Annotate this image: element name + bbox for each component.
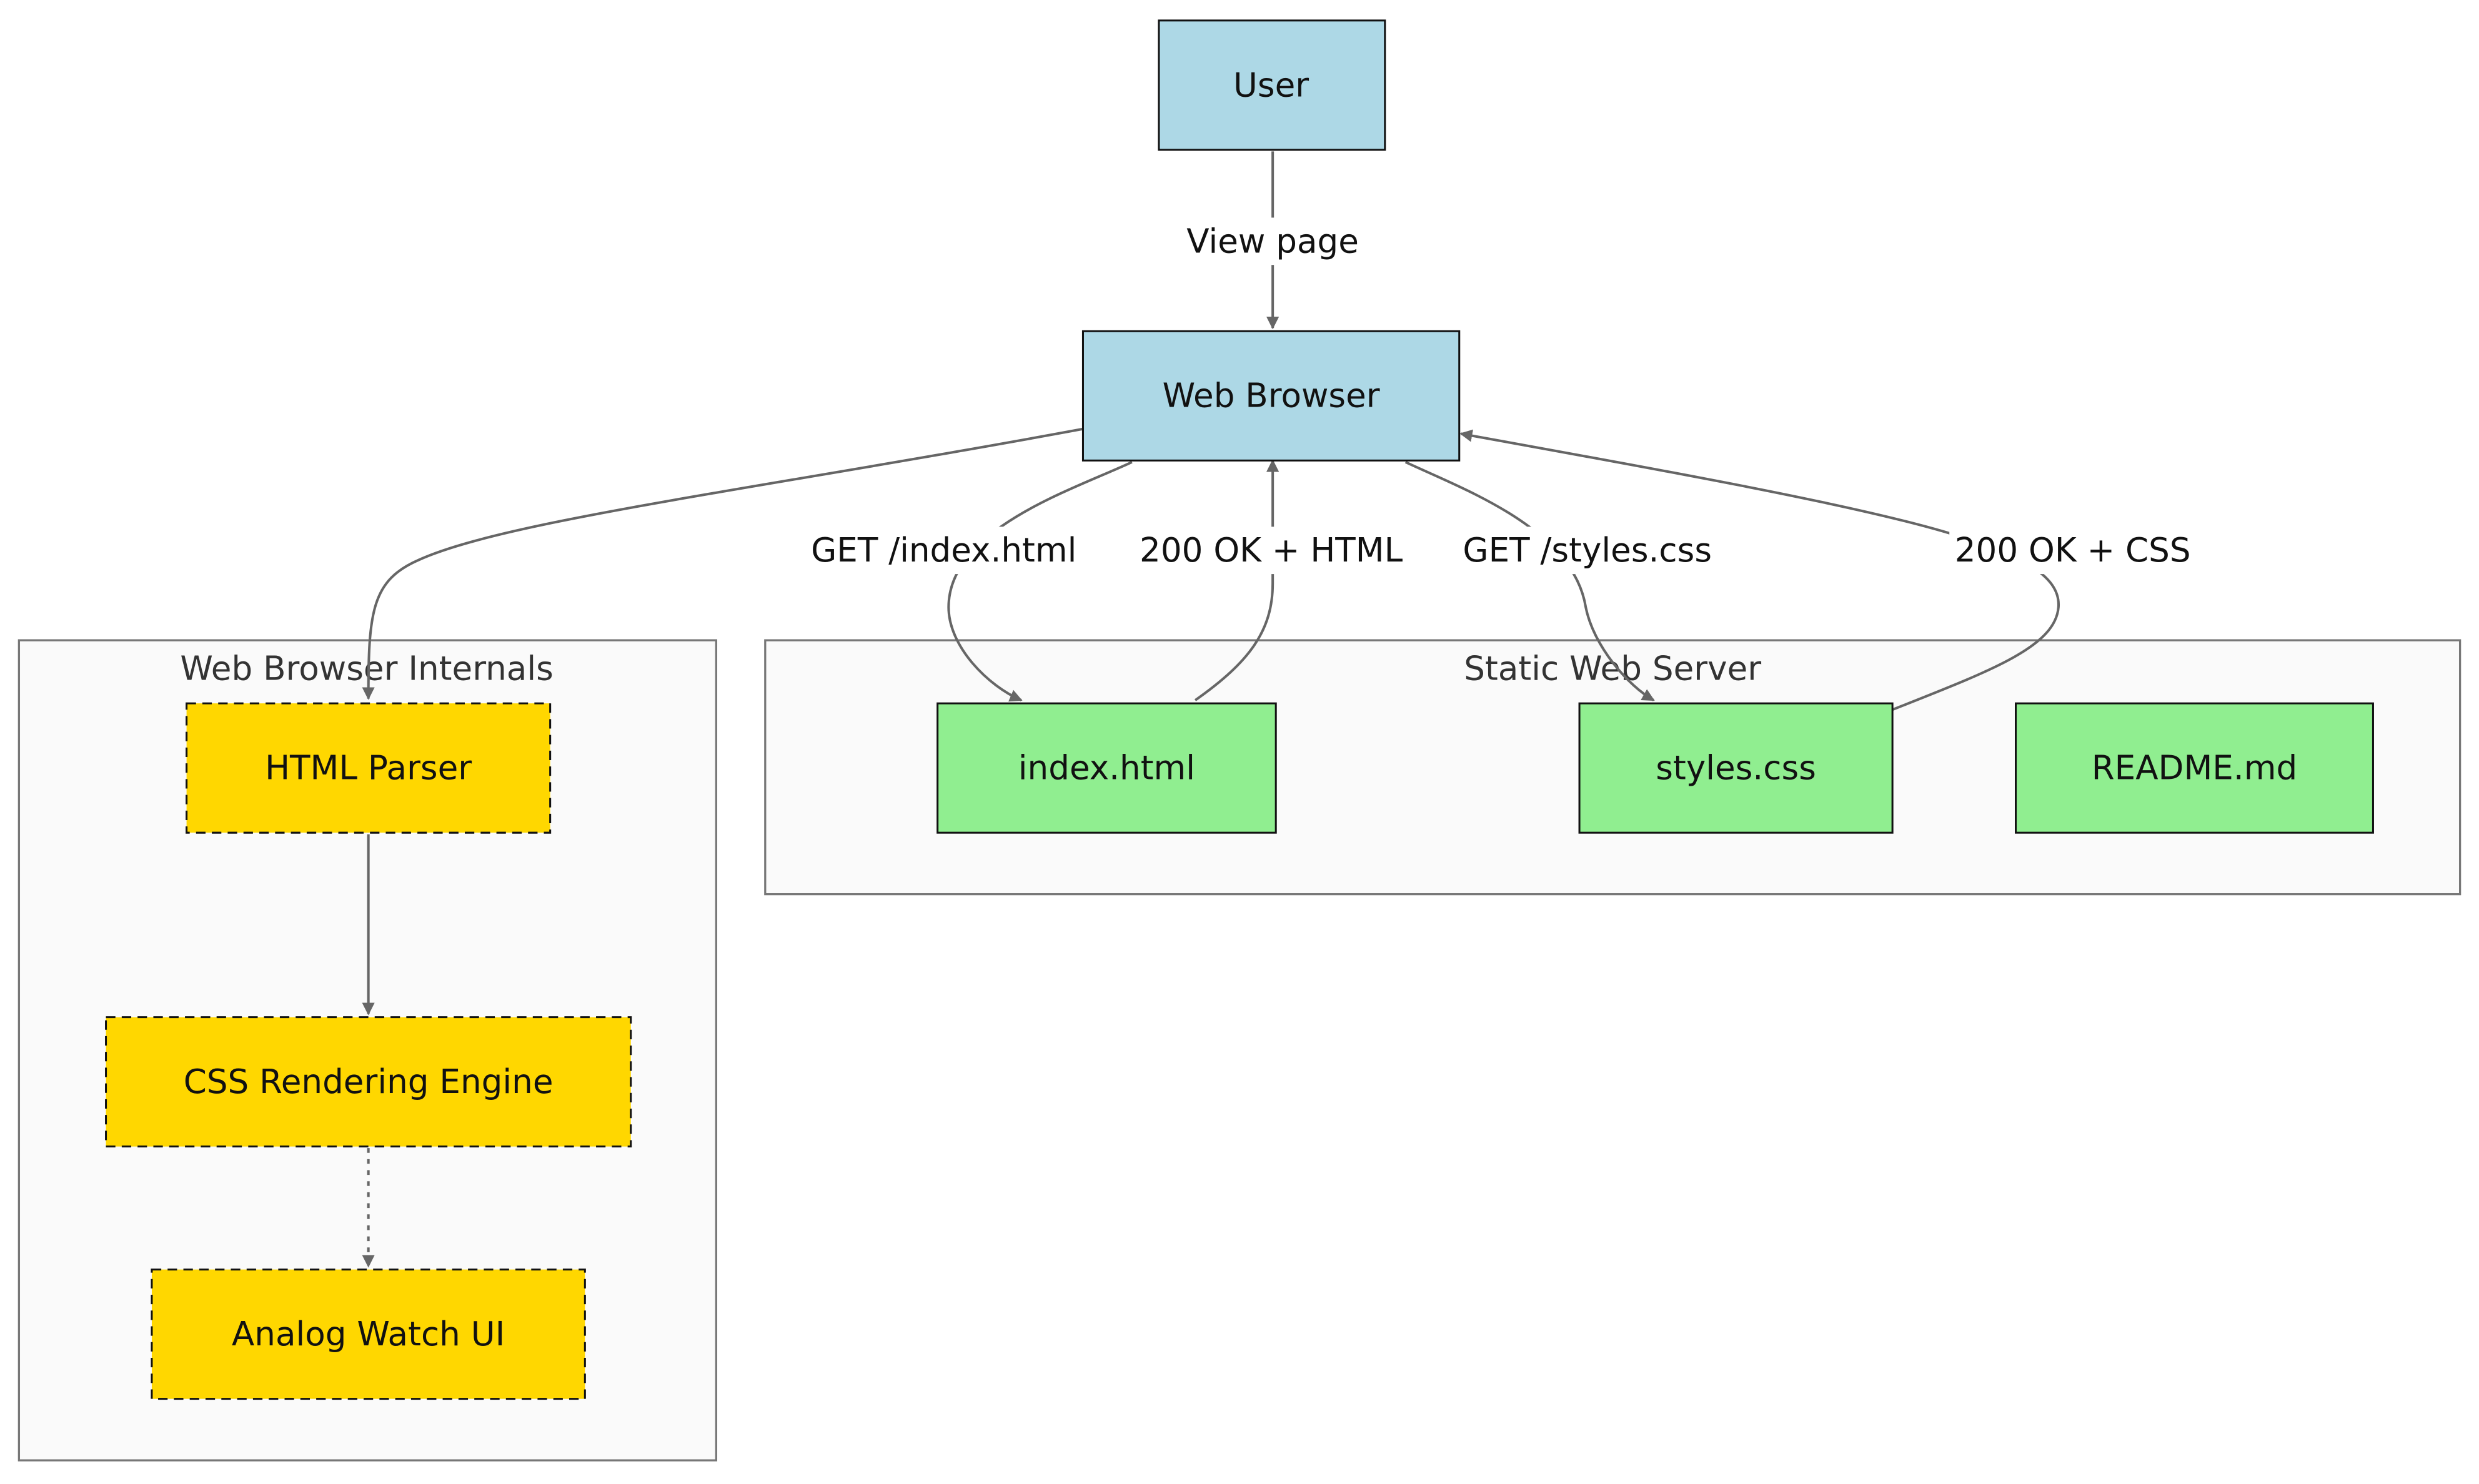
cluster-label: Web Browser Internals	[180, 650, 553, 688]
edge-label-text: GET /styles.css	[1463, 531, 1712, 570]
node-readme[interactable]: README.md	[2015, 702, 2374, 834]
node-label: Analog Watch UI	[232, 1315, 505, 1353]
edge-label-text: View page	[1186, 222, 1359, 260]
node-label: README.md	[2092, 749, 2298, 788]
edge-label-ok-css: 200 OK + CSS	[1949, 527, 2197, 575]
edge-browser-to-html-parser	[362, 427, 1083, 700]
edge-get-index	[947, 460, 1133, 702]
edge-label-view-page: View page	[1173, 217, 1373, 265]
node-web-browser[interactable]: Web Browser	[1081, 330, 1461, 462]
node-styles-css[interactable]: styles.css	[1578, 702, 1894, 834]
node-label: index.html	[1018, 749, 1195, 788]
edge-get-styles	[1404, 460, 1655, 701]
node-user[interactable]: User	[1158, 19, 1386, 151]
edge-label-text: GET /index.html	[811, 531, 1076, 570]
cluster-label: Static Web Server	[1464, 650, 1761, 688]
node-html-parser[interactable]: HTML Parser	[186, 702, 552, 834]
edge-label-text: 200 OK + HTML	[1140, 531, 1403, 570]
edge-label-get-index: GET /index.html	[790, 527, 1098, 575]
node-label: Web Browser	[1163, 377, 1380, 415]
node-label: CSS Rendering Engine	[184, 1062, 554, 1101]
edge-label-ok-html: 200 OK + HTML	[1131, 527, 1411, 575]
edge-label-text: 200 OK + CSS	[1955, 531, 2191, 570]
node-label: HTML Parser	[265, 749, 472, 788]
edge-label-get-styles: GET /styles.css	[1444, 527, 1730, 575]
node-label: styles.css	[1656, 749, 1816, 788]
node-label: User	[1233, 66, 1309, 104]
edge-ok-html	[1194, 459, 1279, 701]
node-index-html[interactable]: index.html	[936, 702, 1277, 834]
node-analog-watch-ui[interactable]: Analog Watch UI	[151, 1269, 586, 1400]
edge-ok-css	[1459, 429, 2060, 711]
node-css-rendering-engine[interactable]: CSS Rendering Engine	[105, 1016, 632, 1148]
